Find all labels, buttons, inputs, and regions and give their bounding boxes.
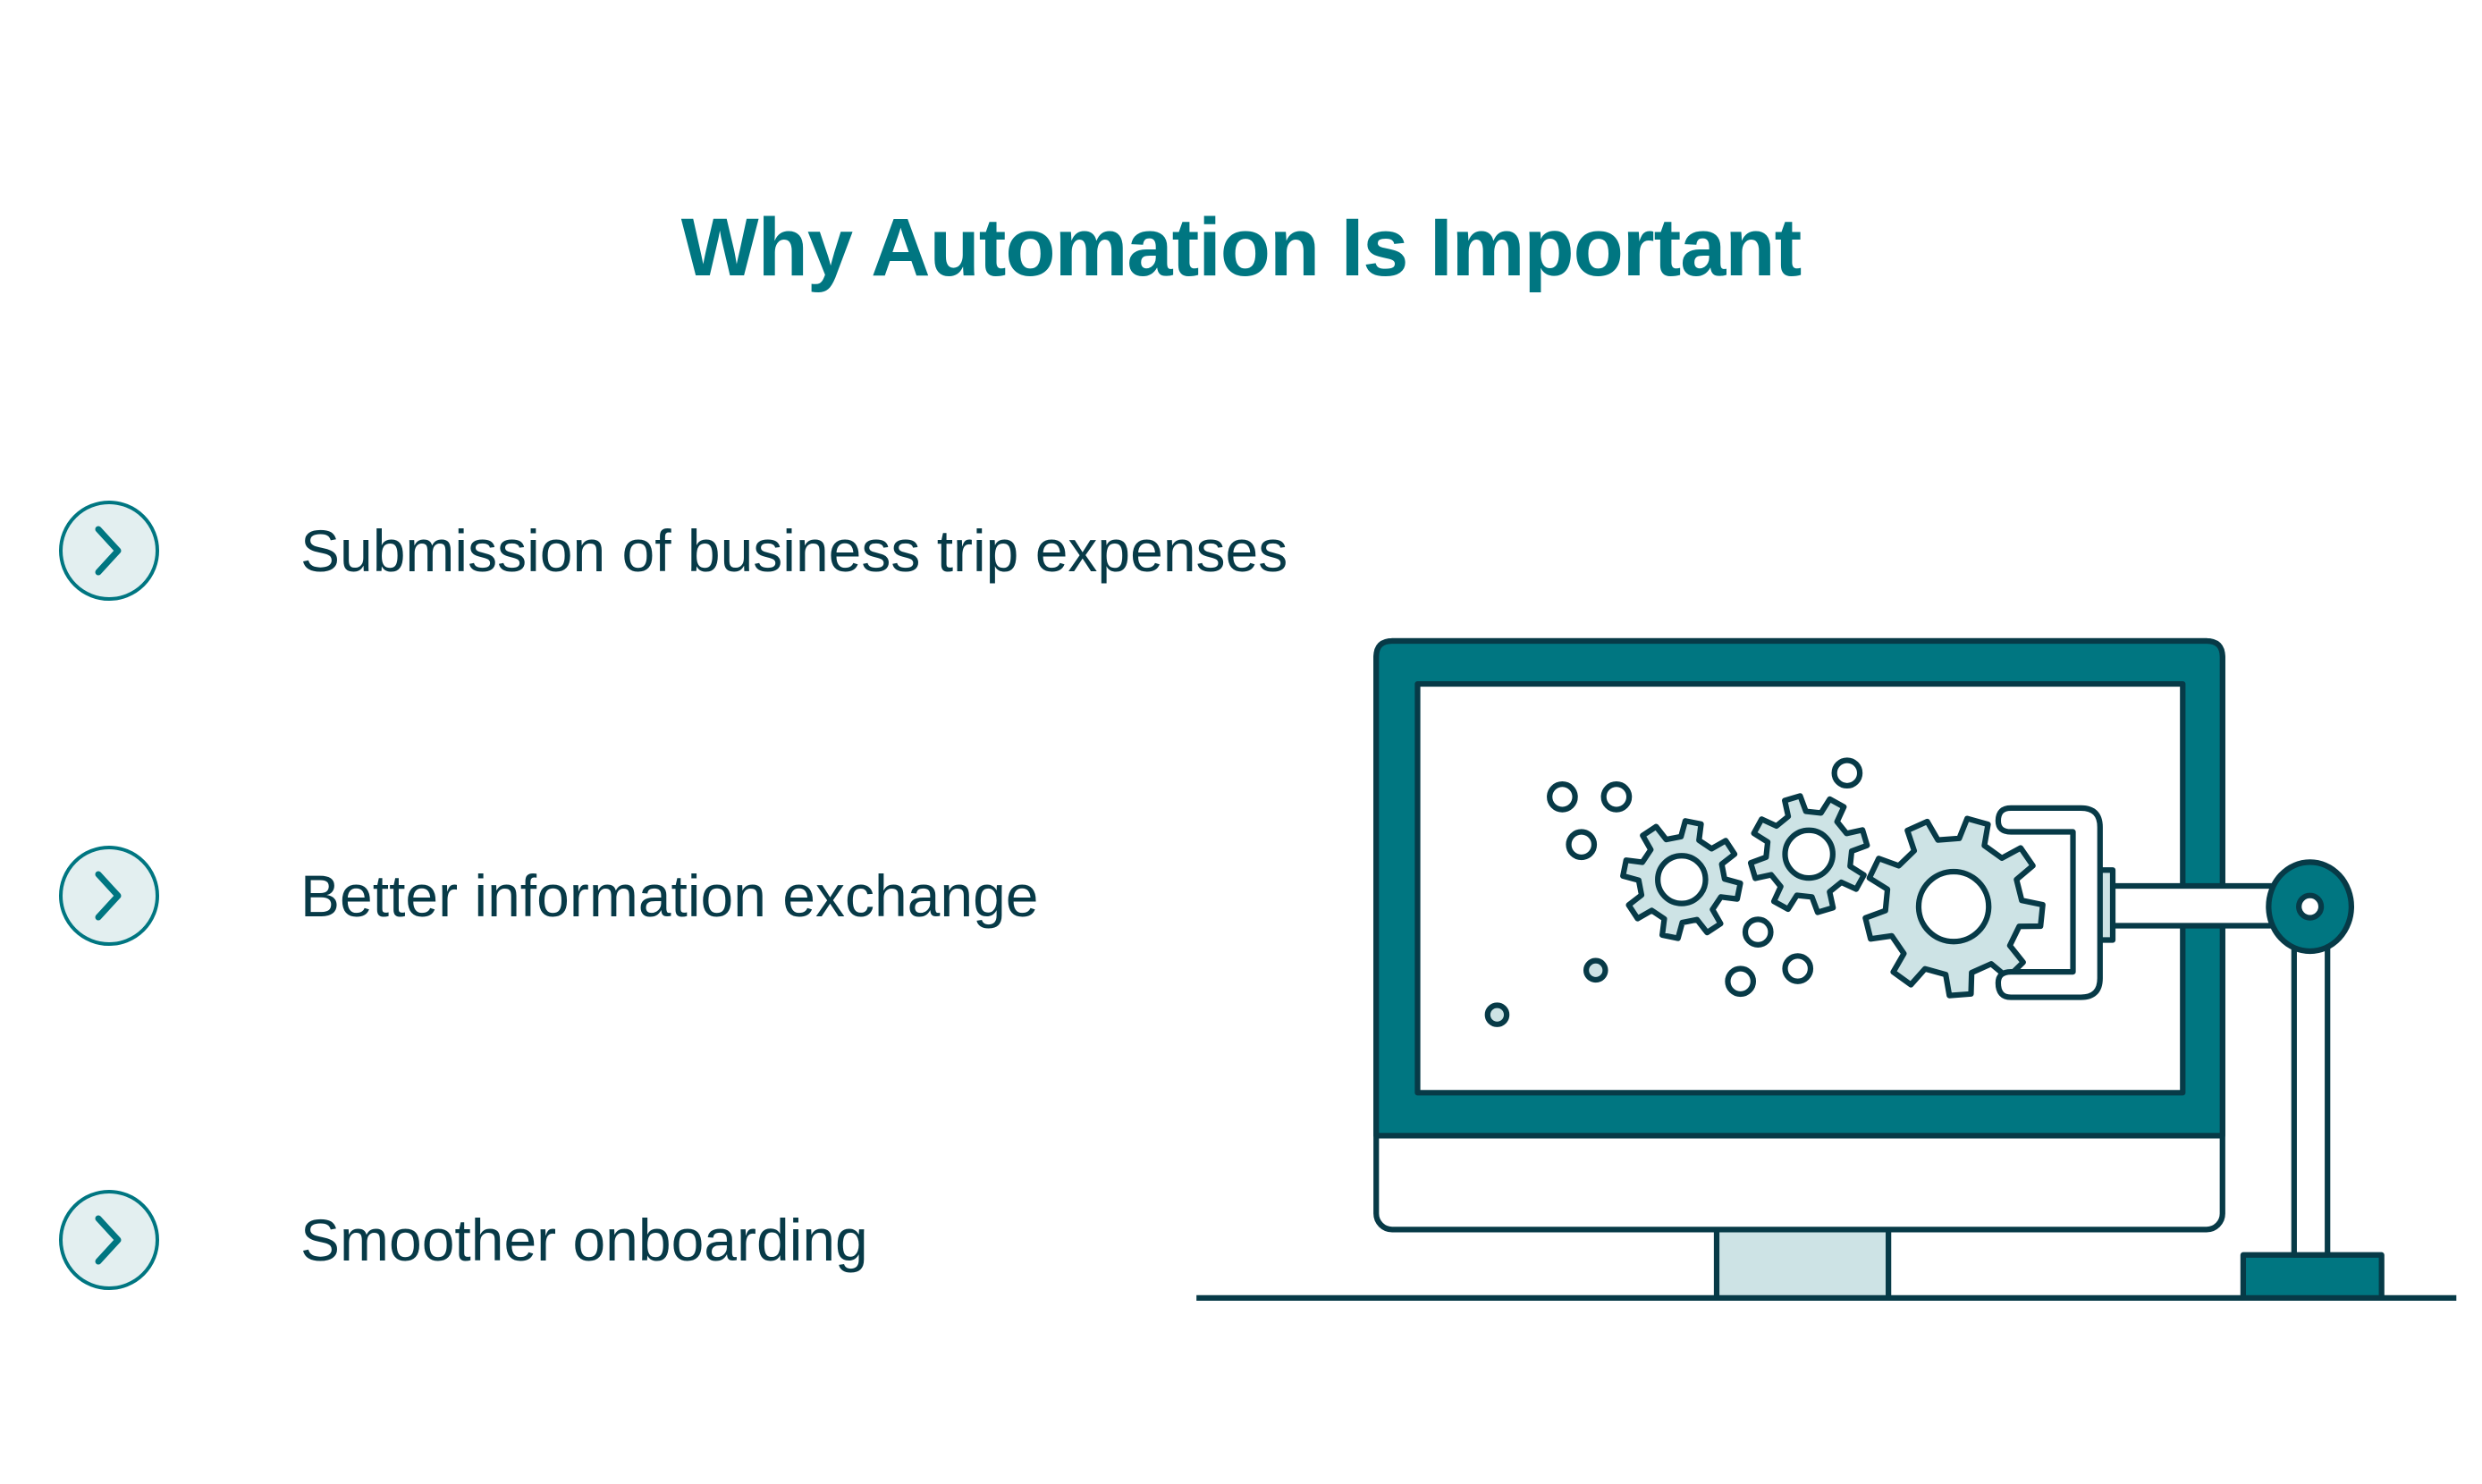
list-item-label: Submission of business trip expenses <box>300 518 1288 584</box>
bubble-dot <box>1600 781 1633 813</box>
bubble-dot <box>1583 957 1608 983</box>
gear-hole <box>1915 868 1992 945</box>
list-item: Smoother onboarding <box>59 1186 868 1294</box>
monitor-stand <box>1713 1225 1892 1301</box>
list-item-label: Better information exchange <box>300 863 1039 929</box>
chevron-right-icon <box>59 846 159 946</box>
bubble-dot <box>1782 953 1814 984</box>
gear-hole <box>1655 853 1709 906</box>
bubble-dot <box>1484 1002 1510 1027</box>
robot-claw <box>1995 805 2103 1000</box>
arm-bar <box>2100 882 2282 929</box>
bubble-dot <box>1547 781 1578 813</box>
chevron-right-icon <box>59 501 159 601</box>
bubble-dot <box>1566 829 1598 861</box>
list-item-label: Smoother onboarding <box>300 1207 868 1273</box>
arm-pole <box>2291 935 2331 1258</box>
gear-hole <box>1782 827 1836 881</box>
chevron-right-icon <box>59 1190 159 1290</box>
page-title: Why Automation Is Important <box>680 202 1802 293</box>
list-item: Better information exchange <box>59 842 1038 949</box>
bubble-dot <box>1742 916 1774 948</box>
bubble-dot <box>1725 965 1757 998</box>
list-item: Submission of business trip expenses <box>59 497 1287 604</box>
bubble-dot <box>1831 757 1863 789</box>
arm-base <box>2240 1252 2385 1301</box>
